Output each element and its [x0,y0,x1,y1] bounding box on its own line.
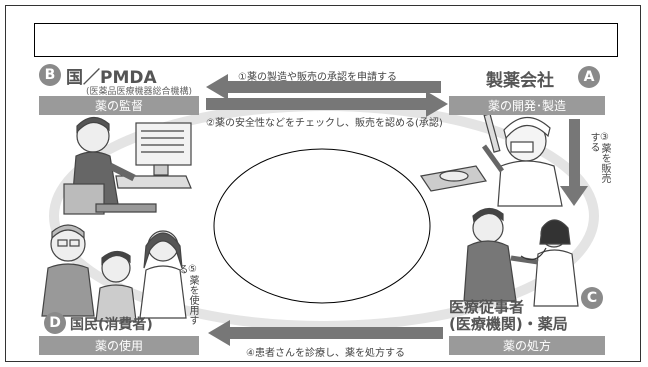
slide-frame: B 国／PMDA (医薬品医療機器総合機構) 薬の監督 製薬会社 A 薬の開発･… [5,5,641,362]
arrow-1 [206,74,441,100]
actor-a-role: 薬の開発･製造 [449,96,605,115]
illustration-pmda-officer [63,116,192,215]
arrow-4 [208,320,443,346]
flow-1-label: ①薬の製造や販売の承認を申請する [238,72,397,83]
illustration-family [41,224,187,322]
actor-b-badge: B [39,64,61,86]
flow-3-label: ③薬を販売する [588,132,610,183]
actor-c-name: 医療従事者 (医療機関)・薬局 [449,298,568,333]
actor-b-role: 薬の監督 [39,96,199,115]
actor-a-badge: A [578,66,600,88]
actor-c-badge: C [581,287,603,309]
actor-b-sub: (医薬品医療機器総合機構) [86,87,193,97]
arrow-3 [560,119,588,206]
actor-c-role: 薬の処方 [449,336,605,355]
flow-4-label: ④患者さんを診療し、薬を処方する [246,348,405,359]
actor-d-name: 国民(消費者) [70,317,153,333]
center-oval [213,148,431,304]
actor-d-badge: D [44,312,66,334]
illustration-researcher [419,113,563,207]
actor-a-name: 製薬会社 [486,71,554,91]
arrow-2 [206,91,448,117]
flow-5-label: ⑤薬を使用する [176,264,198,325]
actor-d-role: 薬の使用 [39,336,199,355]
actor-b-name: 国／PMDA [66,68,157,88]
diagram-graphics [41,74,599,346]
illustration-doctor-patient [463,207,579,307]
title-box [34,23,618,57]
flow-2-label: ②薬の安全性などをチェックし、販売を認める(承認) [206,118,443,129]
